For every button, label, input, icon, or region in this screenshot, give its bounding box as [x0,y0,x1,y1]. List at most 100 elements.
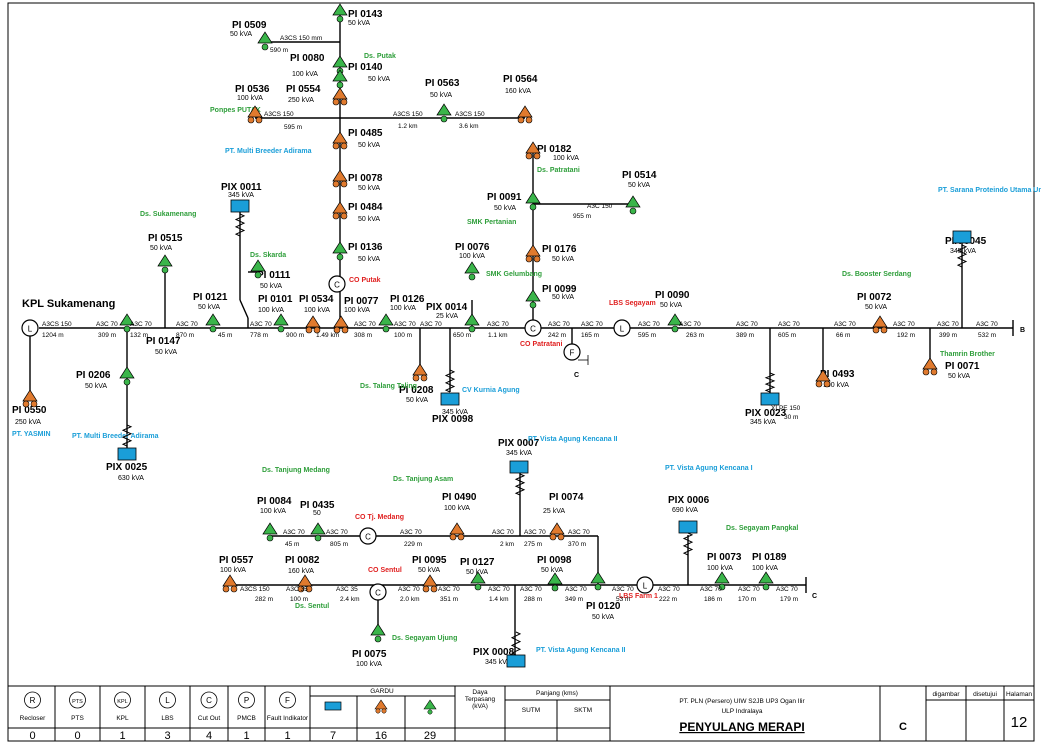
gardu-pi-0563[interactable] [436,103,452,123]
gardu-pi-0072[interactable] [872,315,888,334]
segment-length-34: 282 m [255,596,273,603]
gardu-pi-0101[interactable] [273,313,289,333]
segment-length-13: 165 m [581,332,599,339]
gardu-pi-0075[interactable] [370,623,386,643]
gardu-pi-0493[interactable] [815,369,831,388]
gardu-pi-0189[interactable] [758,571,774,591]
legend-label-3: LBS [161,715,174,722]
gardu-pi-0098[interactable] [547,572,563,592]
segment-length-0: 1204 m [42,332,64,339]
lbs-segayam-symbol[interactable]: L [613,319,631,337]
pi-0490-location: Ds. Tanjung Asam [393,476,453,483]
gardu-pix-0014[interactable] [464,313,480,333]
gardu-pi-0127[interactable] [470,571,486,591]
gardu-pi-0084[interactable] [262,522,278,542]
gardu-pi-0206[interactable] [119,366,135,386]
gardu-pix-0045[interactable] [952,230,972,244]
gardu-pi-0554[interactable] [332,87,348,106]
gardu-pi-0509[interactable] [257,31,273,51]
gardu-pix-0006[interactable] [678,520,698,534]
svg-text:C: C [206,696,212,705]
pi-0490-kva: 100 kVA [444,505,470,512]
pi-0557-name: PI 0557 [219,555,254,566]
legend-count-3: 3 [164,730,170,742]
gardu-pi-0564[interactable] [517,105,533,124]
co-tj-medang-symbol[interactable]: C [359,527,377,545]
gardu-pi-0536[interactable] [247,105,263,124]
pi-0111-location: Ds. Skarda [250,252,286,259]
gardu-pi-0073[interactable] [714,571,730,591]
gardu-pix-0011[interactable] [230,199,250,213]
gardu-pi-0078[interactable] [332,169,348,188]
gardu-pi-0120[interactable] [590,571,606,591]
gardu-pi-0176[interactable] [525,244,541,263]
gardu-pi-0208[interactable] [412,363,428,382]
gardu-pi-0143[interactable] [332,3,348,23]
gardu-pi-0095[interactable] [422,574,438,593]
gardu-pi-0484[interactable] [332,201,348,220]
gardu-pi-0121[interactable] [205,313,221,333]
co-sentul-symbol[interactable]: C [369,583,387,601]
gardu-pi-0099[interactable] [525,289,541,309]
pi-0084-kva: 100 kVA [260,508,286,515]
pix-0011-location: PT. Multi Breeder Adirama [225,148,312,155]
segment-length-44: 186 m [704,596,722,603]
gardu-pi-0550[interactable] [22,389,38,408]
pi-0099-kva: 50 kVA [552,294,574,301]
pi-0140-kva: 50 kVA [368,76,390,83]
gardu-pix-0098[interactable] [440,392,460,406]
segment-length-17: 605 m [778,332,796,339]
gardu-customer-icon [324,701,342,711]
gardu-pi-0136[interactable] [332,241,348,261]
pi-0080-kva: 100 kVA [292,71,318,78]
co-patratani-symbol[interactable]: C [524,319,542,337]
segment-label-27: XLPE 150 [771,405,801,412]
pi-0090-name: PI 0090 [655,290,690,301]
gardu-pi-0090[interactable] [667,313,683,333]
gardu-pi-0485[interactable] [332,131,348,150]
pix-0008-location: PT. Vista Agung Kencana II [536,647,626,654]
gardu-pi-0077[interactable] [333,315,349,334]
pi-0189-kva: 100 kVA [752,565,778,572]
gardu-pi-0490[interactable] [449,522,465,541]
pi-0080-name: PI 0080 [290,53,325,64]
pi-0534-kva: 100 kVA [304,307,330,314]
gardu-pix-0023[interactable] [760,392,780,406]
pi-0099-name: PI 0099 [542,284,577,295]
gardu-pi-0076[interactable] [464,261,480,281]
gardu-pi-0182[interactable] [525,141,541,160]
gardu-pi-0111[interactable] [250,259,266,279]
gardu-pi-0082[interactable] [297,574,313,593]
gardu-pix-0007[interactable] [509,460,529,474]
gardu-pi-0071[interactable] [922,357,938,376]
approved-by-label: disetujui [973,691,997,698]
gardu-pi-0515[interactable] [157,254,173,274]
gardu-pi-0435[interactable] [310,522,326,542]
svg-text:C: C [530,325,536,334]
gardu-pi-0126[interactable] [378,313,394,333]
pi-0077-name: PI 0077 [344,296,379,307]
gardu-pi-0147[interactable] [119,313,135,333]
segment-label-26: A3C 150 [587,203,613,210]
pi-0073-kva: 100 kVA [707,565,733,572]
pix-0045-kva: 345 kVA [950,248,976,255]
fault-indicator-symbol[interactable]: F [563,343,581,361]
gardu-pi-0074[interactable] [549,522,565,541]
gardu-pi-0091[interactable] [525,191,541,211]
gardu-pi-0557[interactable] [222,574,238,593]
pi-0098-kva: 50 kVA [541,567,563,574]
segment-length-20: 399 m [939,332,957,339]
gardu-pi-0534[interactable] [305,315,321,334]
gardu-pix-0008[interactable] [506,654,526,668]
co-putak-symbol[interactable]: C [328,275,346,293]
gardu-pi-0140[interactable] [332,69,348,89]
gardu-count-customer: 7 [330,730,336,742]
gardu-pix-0025[interactable] [117,447,137,461]
legend-kpl-icon: KPL [114,691,131,709]
lbs-farm1-symbol[interactable]: L [636,576,654,594]
svg-text:L: L [165,696,170,705]
segment-label-1: A3C 70 [96,321,118,328]
gardu-pi-0514[interactable] [625,195,641,215]
pi-0485-name: PI 0485 [348,128,383,139]
